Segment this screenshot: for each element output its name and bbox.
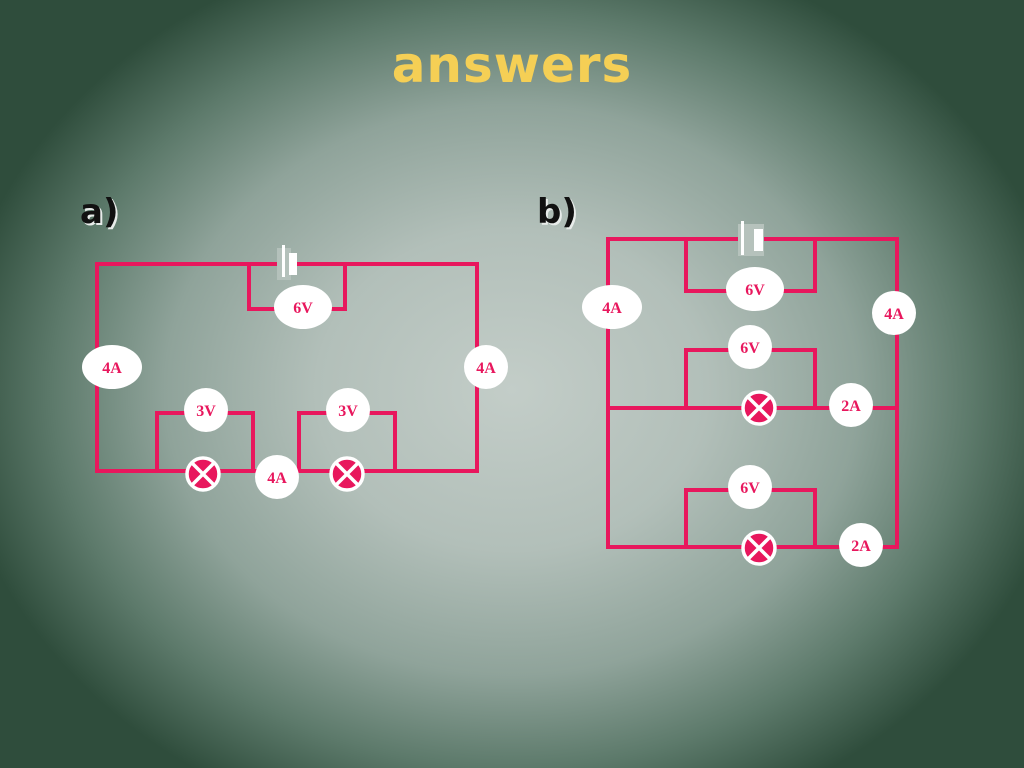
circuit-a: 6V 4A 4A 3V 3V 4A bbox=[82, 245, 508, 499]
svg-text:4A: 4A bbox=[884, 306, 904, 323]
circuit-b-lamp-1 bbox=[741, 390, 777, 426]
battery-cell-icon bbox=[277, 245, 297, 280]
svg-text:4A: 4A bbox=[602, 300, 622, 317]
circuit-b-branch1-voltage-badge: 6V bbox=[728, 325, 772, 369]
circuit-b-branch1-current-badge: 2A bbox=[829, 383, 873, 427]
circuit-b-left-current-badge: 4A bbox=[582, 285, 642, 329]
svg-text:4A: 4A bbox=[267, 470, 287, 487]
circuit-a-outer-wire bbox=[95, 262, 479, 473]
circuit-a-lamp-1 bbox=[185, 456, 221, 492]
svg-text:4A: 4A bbox=[102, 360, 122, 377]
svg-text:3V: 3V bbox=[338, 403, 358, 420]
circuit-b-outer-wire bbox=[606, 237, 899, 549]
circuit-b-cell-voltage-badge: 6V bbox=[726, 267, 784, 311]
circuit-b-lamp-2 bbox=[741, 530, 777, 566]
page-title: answers bbox=[391, 36, 633, 94]
circuit-a-lamp2-voltage-badge: 3V bbox=[326, 388, 370, 432]
svg-text:4A: 4A bbox=[476, 360, 496, 377]
svg-text:6V: 6V bbox=[740, 480, 760, 497]
svg-text:3V: 3V bbox=[196, 403, 216, 420]
svg-text:2A: 2A bbox=[851, 538, 871, 555]
svg-text:6V: 6V bbox=[293, 300, 313, 317]
circuit-a-bottom-current-badge: 4A bbox=[255, 455, 299, 499]
circuit-a-lamp1-voltage-badge: 3V bbox=[184, 388, 228, 432]
circuit-a-label: a) bbox=[80, 192, 119, 232]
circuit-a-lamp-2 bbox=[329, 456, 365, 492]
circuit-b-label: b) bbox=[537, 192, 577, 232]
svg-text:2A: 2A bbox=[841, 398, 861, 415]
circuit-a-cell-voltage-badge: 6V bbox=[274, 285, 332, 329]
circuit-a-right-current-badge: 4A bbox=[464, 345, 508, 389]
circuit-b-branch2-voltage-badge: 6V bbox=[728, 465, 772, 509]
circuit-b-right-current-badge: 4A bbox=[872, 291, 916, 335]
svg-text:6V: 6V bbox=[740, 340, 760, 357]
svg-text:6V: 6V bbox=[745, 282, 765, 299]
circuit-b: 6V 4A 4A 6V 2A 6V 2A bbox=[582, 221, 916, 567]
circuit-a-left-current-badge: 4A bbox=[82, 345, 142, 389]
battery-cell-icon bbox=[738, 221, 764, 256]
circuit-b-branch2-current-badge: 2A bbox=[839, 523, 883, 567]
